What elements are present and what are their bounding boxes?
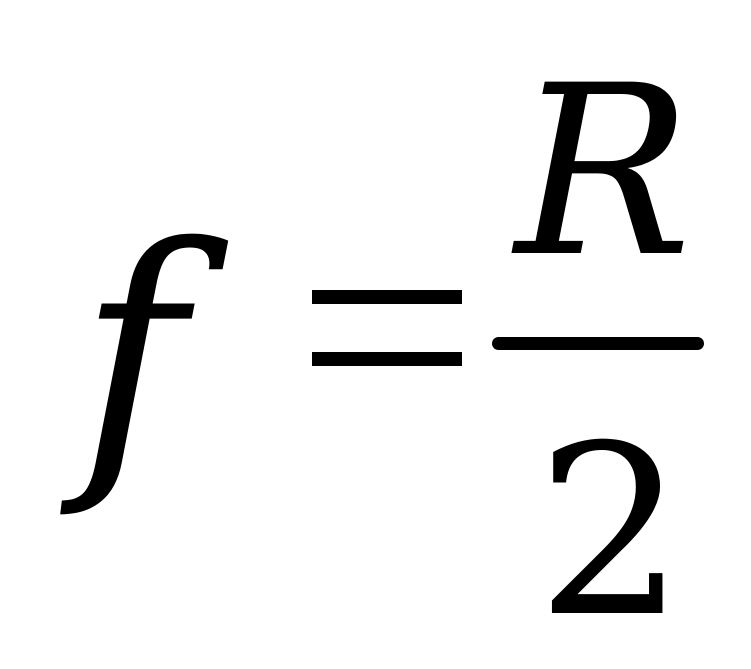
fraction-denominator: 2 (536, 396, 686, 669)
equals-bar-bottom (312, 352, 462, 366)
variable-f: f (78, 186, 186, 523)
fraction-bar (492, 337, 704, 350)
equals-sign (312, 290, 462, 372)
equals-bar-top (312, 290, 462, 304)
fraction-numerator: R (515, 36, 692, 309)
